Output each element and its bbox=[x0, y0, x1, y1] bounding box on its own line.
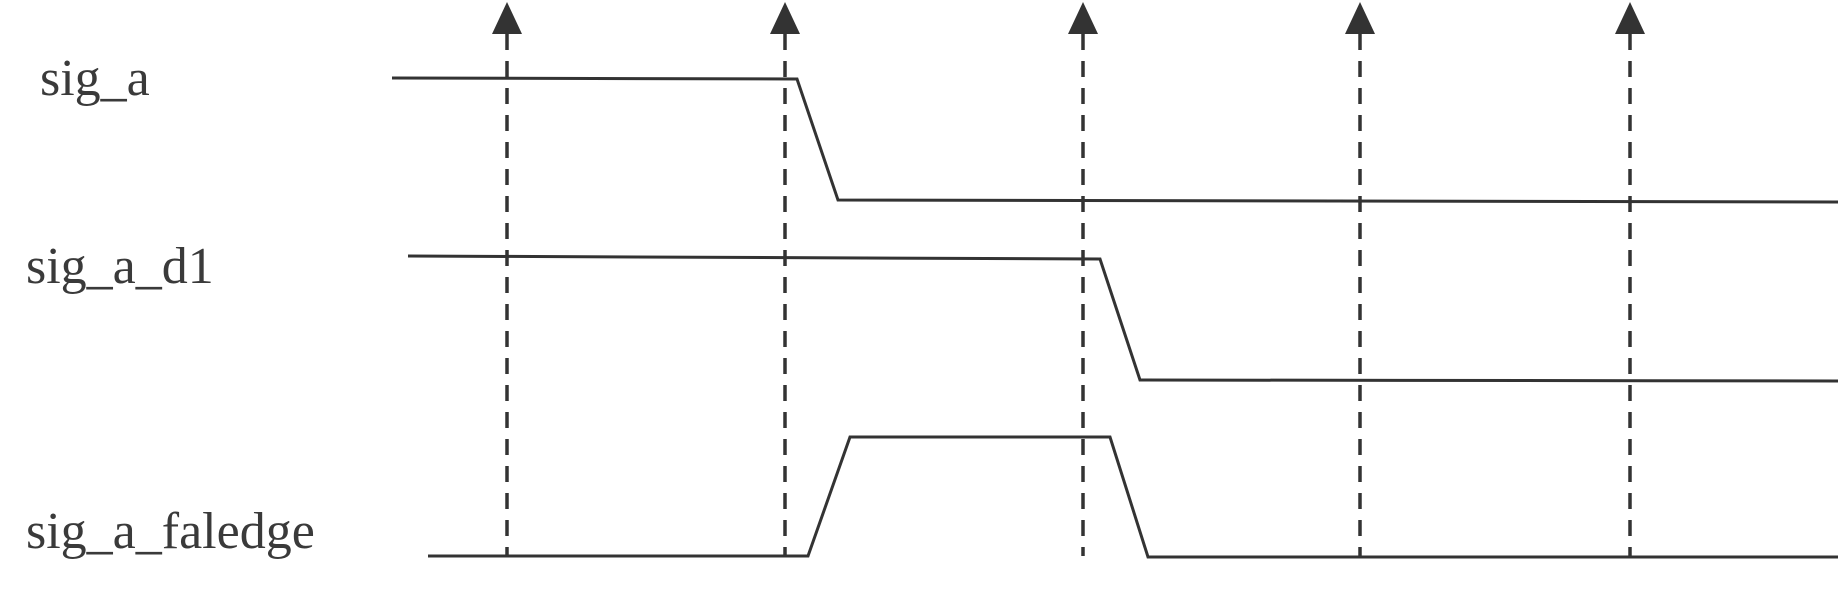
clock-edge bbox=[1345, 2, 1375, 556]
signal-label-sig-a: sig_a bbox=[40, 50, 150, 107]
clock-edge bbox=[1068, 2, 1098, 556]
up-arrow-icon bbox=[1068, 2, 1098, 34]
up-arrow-icon bbox=[1345, 2, 1375, 34]
clock-edge bbox=[1615, 2, 1645, 556]
up-arrow-icon bbox=[770, 2, 800, 34]
waveform-sig-a-d1 bbox=[407, 254, 1839, 383]
waveform-sig-a bbox=[391, 76, 1839, 204]
up-arrow-icon bbox=[492, 2, 522, 34]
signal-label-sig-a-d1: sig_a_d1 bbox=[26, 238, 214, 295]
waveform-sig-a-faledge bbox=[428, 435, 1838, 559]
up-arrow-icon bbox=[1615, 2, 1645, 34]
clock-edge bbox=[770, 2, 800, 556]
signal-label-sig-a-faledge: sig_a_faledge bbox=[26, 503, 315, 560]
clock-edge bbox=[492, 2, 522, 556]
clock-edges bbox=[492, 2, 1645, 556]
